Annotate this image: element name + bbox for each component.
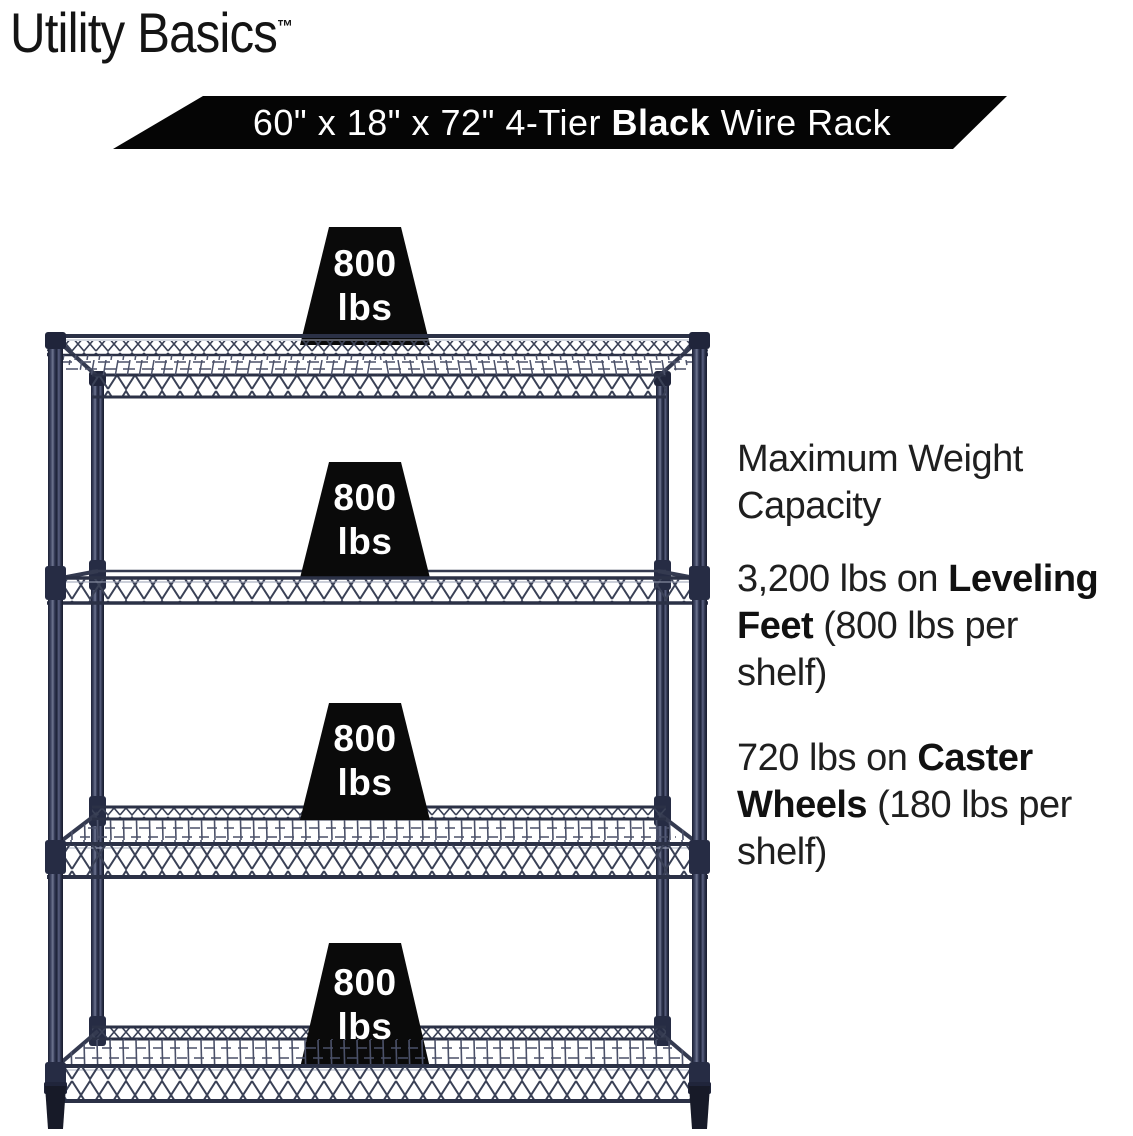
trademark-symbol: ™ — [276, 16, 293, 37]
info-caster-wheels: 720 lbs on Caster Wheels (180 lbs per sh… — [737, 737, 1072, 873]
banner-title-prefix: 60" x 18" x 72" 4-Tier — [252, 101, 612, 143]
info-heading: Maximum Weight Capacity — [737, 436, 1133, 530]
brand-name: Utility Basics — [10, 1, 278, 64]
banner-title: 60" x 18" x 72" 4-Tier Black Wire Rack — [229, 102, 891, 144]
badge-unit: lbs — [337, 762, 393, 803]
info-heading-line1: Maximum Weight — [737, 438, 1023, 480]
badge-value: 800 — [333, 242, 397, 284]
badge-value: 800 — [333, 718, 397, 760]
rack-shelf2-front — [47, 576, 708, 605]
badge-value: 800 — [333, 476, 397, 518]
leveling-foot-right — [689, 1086, 710, 1129]
title-banner: 60" x 18" x 72" 4-Tier Black Wire Rack — [113, 96, 1007, 149]
banner-title-bold: Black — [611, 101, 711, 143]
rack-shelf1-back-truss — [92, 373, 666, 399]
capacity-badge-shelf4: 800 lbs — [300, 943, 430, 1068]
banner-title-suffix: Wire Rack — [710, 101, 892, 143]
weight-capacity-info: Maximum Weight Capacity 3,200 lbs on Lev… — [737, 436, 1133, 876]
rack-post-front-left — [44, 332, 67, 1129]
capacity-badge-shelf3: 800 lbs — [300, 703, 430, 820]
rack-post-front-right — [688, 332, 711, 1129]
leveling-foot-left — [45, 1086, 66, 1129]
info-leveling-feet: 3,200 lbs on Leveling Feet (800 lbs per … — [737, 558, 1099, 694]
capacity-badge-shelf2: 800 lbs — [300, 462, 430, 578]
badge-value: 800 — [333, 962, 397, 1004]
badge-unit: lbs — [337, 1006, 393, 1047]
rack-shelf3-front — [47, 820, 708, 879]
badge-unit: lbs — [337, 286, 393, 328]
badge-unit: lbs — [337, 520, 393, 562]
brand-logo: Utility Basics™ — [10, 0, 293, 65]
info-heading-line2: Capacity — [737, 485, 881, 527]
capacity-badge-shelf1: 800 lbs — [300, 227, 430, 345]
